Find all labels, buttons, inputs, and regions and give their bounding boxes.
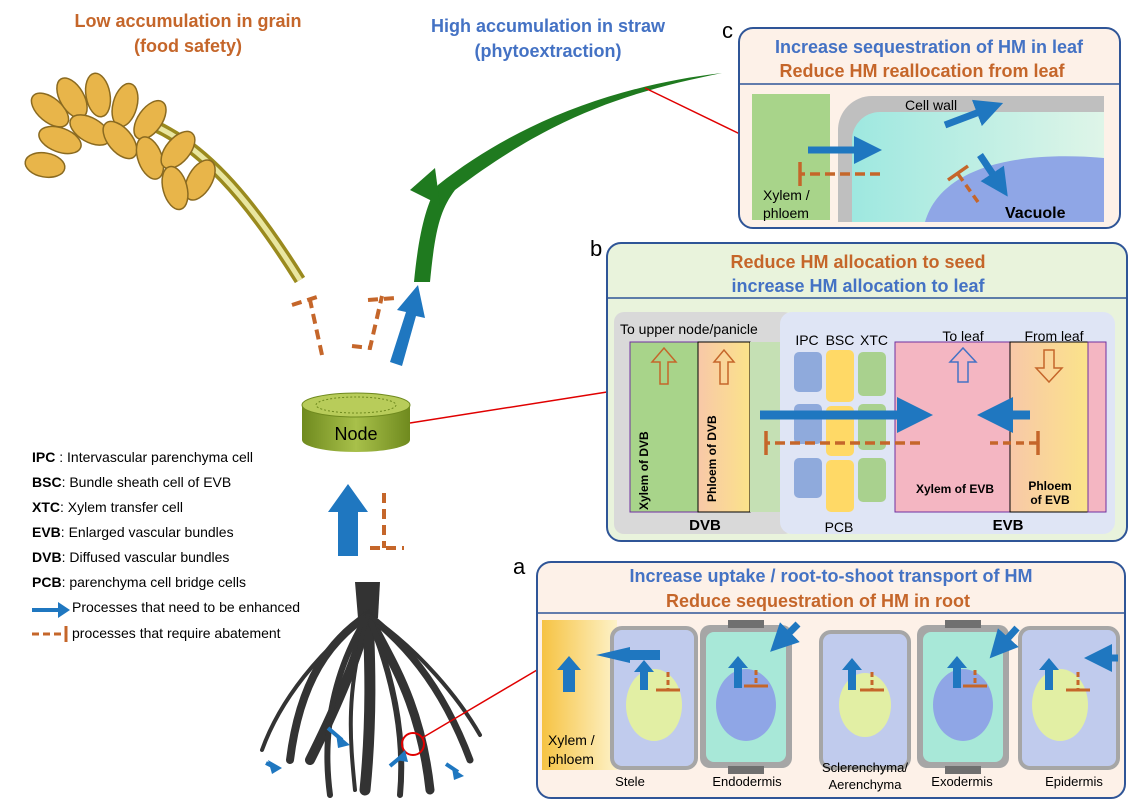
abate-arrow-to-straw — [351, 295, 397, 351]
panel-a-title2: Reduce sequestration of HM in root — [666, 591, 970, 611]
panel-c-abate-arrow-out — [798, 162, 880, 186]
panel-b-xylem-dvb — [629, 341, 699, 513]
panel-b-upper-arrow-xylem — [650, 346, 678, 385]
panel-a-xylem-label2: phloem — [548, 751, 594, 767]
node-image — [301, 392, 411, 452]
panel-b-title1: Reduce HM allocation to seed — [730, 252, 985, 272]
panel-b-from-leaf-arrow — [1034, 349, 1064, 384]
grain-label-line1: Low accumulation in grain — [74, 11, 301, 31]
leaf-sheath-image — [410, 168, 440, 205]
panel-a-sclerenchyma-label1: Sclerenchyma/ — [822, 760, 908, 775]
legend-item-pcb: PCB: parenchyma cell bridge cells — [32, 574, 246, 590]
panel-c-vacuole-label: Vacuole — [1005, 205, 1066, 222]
panel-c: Increase sequestration of HM in leaf Red… — [738, 27, 1121, 229]
panel-c-abate-arrow-vacuole — [946, 164, 980, 204]
abate-arrow-to-grain — [291, 294, 324, 356]
legend-enhance-arrow-icon — [32, 602, 70, 618]
panel-b-abate-arrow-to-dvb — [764, 431, 920, 455]
root-zoom-circle — [401, 732, 425, 756]
panel-a-title1: Increase uptake / root-to-shoot transpor… — [629, 566, 1032, 586]
legend-item-ipc: IPC : Intervascular parenchyma cell — [32, 449, 253, 465]
panel-a-endodermis-label: Endodermis — [712, 774, 782, 789]
connector-leaf-to-c — [644, 87, 743, 136]
panel-b-phloem-dvb-label: Phloem of DVB — [705, 415, 719, 502]
panel-c-xylem-label1: Xylem / — [763, 187, 810, 203]
panel-c-enhance-arrow-vacuole — [977, 153, 1008, 197]
panel-b-pcb-label: PCB — [825, 519, 854, 535]
panel-a-stele-label: Stele — [615, 774, 645, 789]
panel-b-dvb-label: DVB — [689, 517, 721, 534]
panel-a-sclerenchyma-label2: Aerenchyma — [829, 777, 903, 792]
panel-b-bsc-label: BSC — [826, 332, 855, 348]
legend-enhance-label: Processes that need to be enhanced — [72, 599, 300, 615]
panel-a-exodermis-label: Exodermis — [931, 774, 993, 789]
panel-b: Reduce HM allocation to seed increase HM… — [606, 242, 1128, 542]
enhance-arrow-root-to-node — [328, 484, 368, 556]
enhance-arrow-to-straw — [390, 285, 425, 366]
panel-a-epidermis-label: Epidermis — [1045, 774, 1103, 789]
straw-label-line1: High accumulation in straw — [431, 16, 666, 36]
panel-b-phloem-evb-label2: of EVB — [1030, 493, 1070, 507]
leaf-straw-image — [397, 73, 722, 282]
panel-b-xylem-dvb-label: Xylem of DVB — [637, 431, 651, 510]
panel-b-to-leaf-arrow — [948, 346, 978, 383]
panel-b-phloem-evb — [1009, 341, 1089, 513]
panel-b-to-leaf-label: To leaf — [942, 328, 983, 344]
panel-b-upper-label: To upper node/panicle — [620, 321, 758, 337]
root-system-image — [260, 582, 482, 798]
legend-abate-label: processes that require abatement — [72, 625, 281, 641]
panel-c-vacuole-shape — [925, 156, 1104, 222]
legend-item-bsc: BSC: Bundle sheath cell of EVB — [32, 474, 231, 490]
panel-b-dvb-outer — [750, 342, 780, 512]
panel-c-enhance-arrow-wall — [943, 99, 1004, 129]
legend-item-dvb: DVB: Diffused vascular bundles — [32, 549, 229, 565]
panel-c-xylem-label2: phloem — [763, 205, 809, 221]
panel-a-letter: a — [513, 554, 526, 579]
panel-a: Increase uptake / root-to-shoot transpor… — [536, 561, 1126, 799]
panel-b-abate-arrow-to-phloem — [990, 431, 1040, 455]
panel-b-from-leaf-label: From leaf — [1024, 328, 1083, 344]
panel-b-title2: increase HM allocation to leaf — [731, 276, 985, 296]
panel-b-phloem-dvb — [697, 341, 751, 513]
node-label: Node — [334, 424, 377, 444]
panel-c-title2: Reduce HM reallocation from leaf — [779, 61, 1065, 81]
panel-b-phloem-evb-label1: Phloem — [1028, 479, 1071, 493]
panel-c-xylem-cell — [752, 94, 830, 220]
panel-b-ipc-label: IPC — [795, 332, 818, 348]
panel-b-upper-arrow-phloem — [712, 348, 736, 385]
abate-arrow-root-to-node — [370, 493, 404, 550]
legend-abate-arrow-icon — [32, 626, 68, 642]
panel-c-cell-wall-label: Cell wall — [905, 97, 957, 113]
panel-c-letter: c — [722, 18, 733, 43]
panel-b-evb-label: EVB — [993, 517, 1024, 534]
legend: IPC : Intervascular parenchyma cell BSC:… — [32, 449, 300, 642]
straw-label-line2: (phytoextraction) — [474, 41, 621, 61]
connector-root-to-a — [421, 669, 538, 739]
panel-a-xylem-label1: Xylem / — [548, 732, 595, 748]
legend-item-xtc: XTC: Xylem transfer cell — [32, 499, 183, 515]
root-uptake-arrows — [265, 726, 464, 780]
panel-b-pcb-cells — [794, 350, 886, 512]
panel-b-xtc-label: XTC — [860, 332, 888, 348]
panel-b-letter: b — [590, 236, 602, 261]
panel-a-abate-arrows — [656, 670, 1090, 692]
connector-node-to-b — [409, 391, 608, 424]
legend-item-evb: EVB: Enlarged vascular bundles — [32, 524, 234, 540]
panel-a-stele-nucleus — [626, 669, 682, 741]
panel-c-title1: Increase sequestration of HM in leaf — [775, 37, 1084, 57]
panel-a-xylem-region — [542, 620, 617, 770]
grain-label-line2: (food safety) — [134, 36, 242, 56]
grain-panicle-image — [24, 72, 306, 284]
panel-b-xylem-evb-label: Xylem of EVB — [916, 482, 994, 496]
panel-a-enhance-arrows — [557, 621, 1118, 692]
